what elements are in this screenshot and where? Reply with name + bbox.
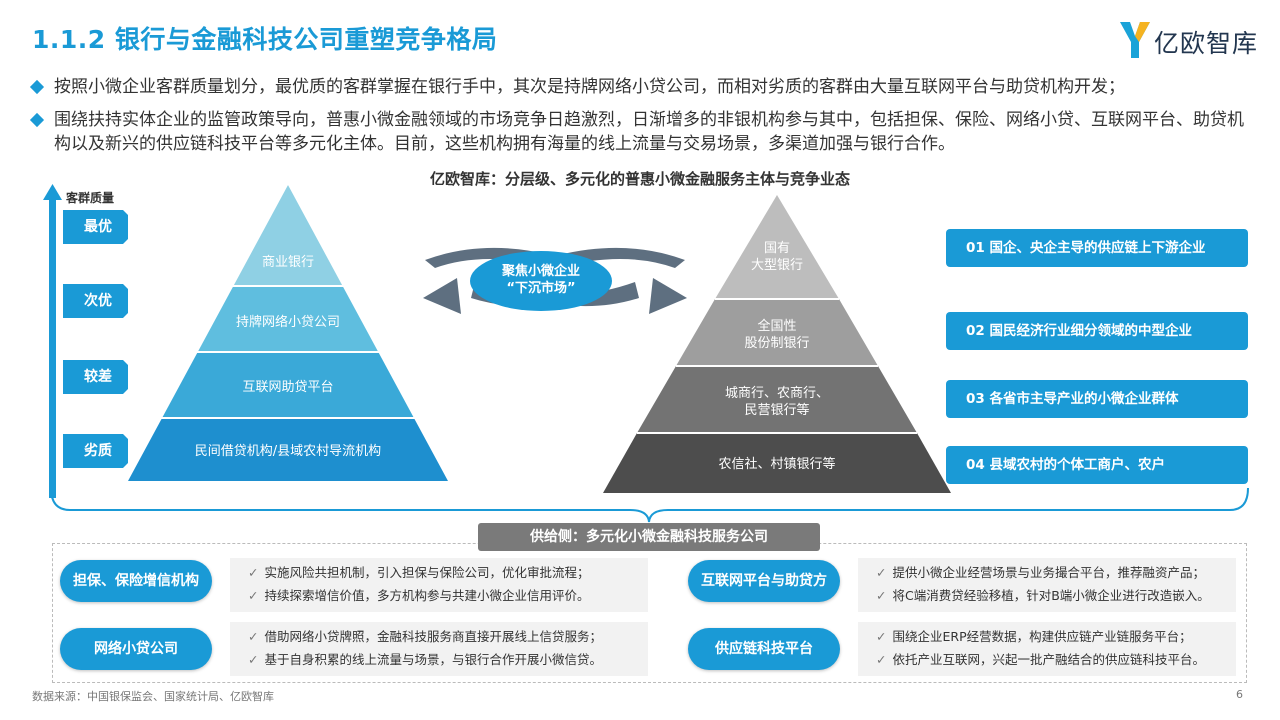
quality-arrow-shape xyxy=(63,360,140,394)
check-icon: ✓ xyxy=(248,629,259,644)
diagram-title: 亿欧智库：分层级、多元化的普惠小微金融服务主体与竞争业态 xyxy=(429,170,850,188)
desc-line: ✓持续探索增信价值，多方机构参与共建小微企业信用评价。 xyxy=(248,588,590,603)
entity-guarantee-insurance: 担保、保险增信机构 xyxy=(60,560,212,602)
desc-line: ✓实施风险共担机制，引入担保与保险公司，优化审批流程； xyxy=(248,565,590,580)
segment-box-03: 03 各省市主导产业的小微企业群体 xyxy=(946,380,1248,418)
right-pyramid-label: 城商行、农商行、 民营银行等 xyxy=(724,386,829,418)
curved-arrow-shape xyxy=(555,247,685,268)
bullet-text: 围绕扶持实体企业的监管政策导向，普惠小微金融领域的市场竞争日趋激烈，日渐增多的非… xyxy=(54,110,1244,154)
quality-axis-bar xyxy=(49,198,56,498)
quality-arrow-shape xyxy=(63,284,140,318)
segment-box-04: 04 县域农村的个体工商户、农户 xyxy=(946,446,1248,484)
left-pyramid-mask xyxy=(128,185,448,481)
right-pyramid-label: 国有 大型银行 xyxy=(750,241,803,273)
quality-axis-arrow-icon xyxy=(43,184,62,200)
quality-level-poor: 较差 xyxy=(84,369,112,385)
bullet-item: 按照小微企业客群质量划分，最优质的客群掌握在银行手中，其次是持牌网络小贷公司，而… xyxy=(29,75,1252,99)
right-pyramid-tier xyxy=(603,433,951,493)
logo: 亿欧智库 xyxy=(1118,18,1258,62)
left-pyramid-label: 互联网助贷平台 xyxy=(242,380,334,395)
desc-line: ✓基于自身积累的线上流量与场景，与银行合作开展小微信贷。 xyxy=(248,652,602,667)
entity-supply-chain-platform-desc: ✓围绕企业ERP经营数据，构建供应链产业链服务平台； ✓依托产业互联网，兴起一批… xyxy=(858,622,1236,676)
entity-online-microloan-desc: ✓借助网络小贷牌照，金融科技服务商直接开展线上信贷服务； ✓基于自身积累的线上流… xyxy=(230,622,648,676)
check-icon: ✓ xyxy=(876,588,887,603)
left-pyramid-tier xyxy=(128,352,448,418)
quality-axis xyxy=(43,184,140,498)
desc-line: ✓依托产业互联网，兴起一批产融结合的供应链科技平台。 xyxy=(876,652,1205,667)
right-pyramid-label: 农信社、村镇银行等 xyxy=(718,457,836,472)
right-pyramid-tier xyxy=(715,195,839,299)
arrow-head-left-icon xyxy=(423,278,461,314)
supply-side-title: 供给侧：多元化小微金融科技服务公司 xyxy=(478,523,820,551)
right-pyramid-tier xyxy=(676,299,878,366)
check-icon: ✓ xyxy=(248,565,259,580)
right-pyramid-tier xyxy=(637,366,917,433)
left-pyramid-label: 商业银行 xyxy=(261,255,314,270)
focus-line1: 聚焦小微企业 xyxy=(501,264,580,279)
quality-arrow-shape xyxy=(63,434,140,468)
entity-internet-platform-desc: ✓提供小微企业经营场景与业务撮合平台，推荐融资产品； ✓将C端消费贷经验移植，针… xyxy=(858,558,1236,612)
bullet-item: 围绕扶持实体企业的监管政策导向，普惠小微金融领域的市场竞争日趋激烈，日渐增多的非… xyxy=(29,108,1252,156)
logo-icon xyxy=(1120,22,1150,58)
desc-line: ✓提供小微企业经营场景与业务撮合平台，推荐融资产品； xyxy=(876,565,1205,580)
quality-axis-label: 客群质量 xyxy=(66,191,115,205)
left-pyramid-tier xyxy=(208,185,368,286)
segment-box-01: 01 国企、央企主导的供应链上下游企业 xyxy=(946,229,1248,267)
check-icon: ✓ xyxy=(876,565,887,580)
quality-arrow-shape xyxy=(63,210,140,244)
check-icon: ✓ xyxy=(248,652,259,667)
segment-box-02: 02 国民经济行业细分领域的中型企业 xyxy=(946,312,1248,350)
quality-level-worst: 劣质 xyxy=(84,443,112,459)
right-pyramid-label: 全国性 股份制银行 xyxy=(744,319,810,351)
right-pyramid xyxy=(603,195,951,493)
bullet-text: 按照小微企业客群质量划分，最优质的客群掌握在银行手中，其次是持牌网络小贷公司，而… xyxy=(54,77,1125,97)
entity-supply-chain-platform: 供应链科技平台 xyxy=(688,628,840,670)
arrow-head-right-icon xyxy=(649,278,687,314)
desc-line: ✓围绕企业ERP经营数据，构建供应链产业链服务平台； xyxy=(876,629,1192,644)
entity-guarantee-insurance-desc: ✓实施风险共担机制，引入担保与保险公司，优化审批流程； ✓持续探索增信价值，多方… xyxy=(230,558,648,612)
brace-connector xyxy=(50,488,1249,523)
quality-level-second: 次优 xyxy=(84,293,112,309)
page-number: 6 xyxy=(1236,688,1243,701)
check-icon: ✓ xyxy=(248,588,259,603)
check-icon: ✓ xyxy=(876,629,887,644)
entity-internet-platform: 互联网平台与助贷方 xyxy=(688,560,840,602)
desc-line: ✓借助网络小贷牌照，金融科技服务商直接开展线上信贷服务； xyxy=(248,629,602,644)
logo-text: 亿欧智库 xyxy=(1154,29,1259,58)
focus-ellipse: 聚焦小微企业 “下沉市场” xyxy=(470,251,612,311)
page-title: 1.1.2 银行与金融科技公司重塑竞争格局 xyxy=(32,25,498,54)
desc-line: ✓将C端消费贷经验移植，针对B端小微企业进行改造嵌入。 xyxy=(876,588,1210,603)
left-pyramid-tier xyxy=(128,418,448,481)
data-source: 数据来源：中国银保监会、国家统计局、亿欧智库 xyxy=(32,690,274,703)
left-pyramid-label: 持牌网络小贷公司 xyxy=(235,315,340,330)
entity-online-microloan: 网络小贷公司 xyxy=(60,628,212,670)
focus-line2: “下沉市场” xyxy=(506,281,576,296)
check-icon: ✓ xyxy=(876,652,887,667)
quality-level-best: 最优 xyxy=(84,219,112,235)
left-pyramid-label: 民间借贷机构/县域农村导流机构 xyxy=(194,444,382,459)
